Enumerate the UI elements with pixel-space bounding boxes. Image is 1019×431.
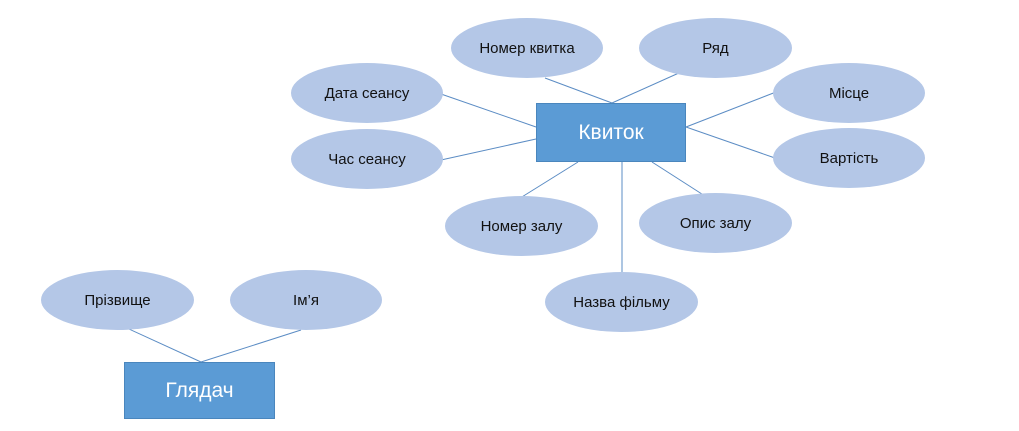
attr-row: Ряд xyxy=(639,18,792,78)
attr-seat: Місце xyxy=(773,63,925,123)
link-ticket-ticket-number xyxy=(544,77,613,104)
attr-session-date: Дата сеансу xyxy=(291,63,443,123)
link-ticket-session-date xyxy=(440,93,537,128)
link-ticket-seat xyxy=(685,91,777,128)
attr-session-time: Час сеансу xyxy=(291,129,443,189)
link-ticket-price xyxy=(685,126,776,159)
link-viewer-first-name xyxy=(200,329,302,363)
attr-price: Вартість xyxy=(773,128,925,188)
attr-hall-number: Номер залу xyxy=(445,196,598,256)
attr-hall-description: Опис залу xyxy=(639,193,792,253)
link-viewer-surname xyxy=(117,323,202,363)
entity-viewer: Глядач xyxy=(124,362,275,419)
link-ticket-session-time xyxy=(440,138,537,161)
attr-film-title: Назва фільму xyxy=(545,272,698,332)
link-ticket-hall-desc xyxy=(651,161,706,197)
entity-ticket: Квиток xyxy=(536,103,686,162)
attr-surname: Прізвище xyxy=(41,270,194,330)
attr-ticket-number: Номер квитка xyxy=(451,18,603,78)
attr-first-name: Ім’я xyxy=(230,270,382,330)
